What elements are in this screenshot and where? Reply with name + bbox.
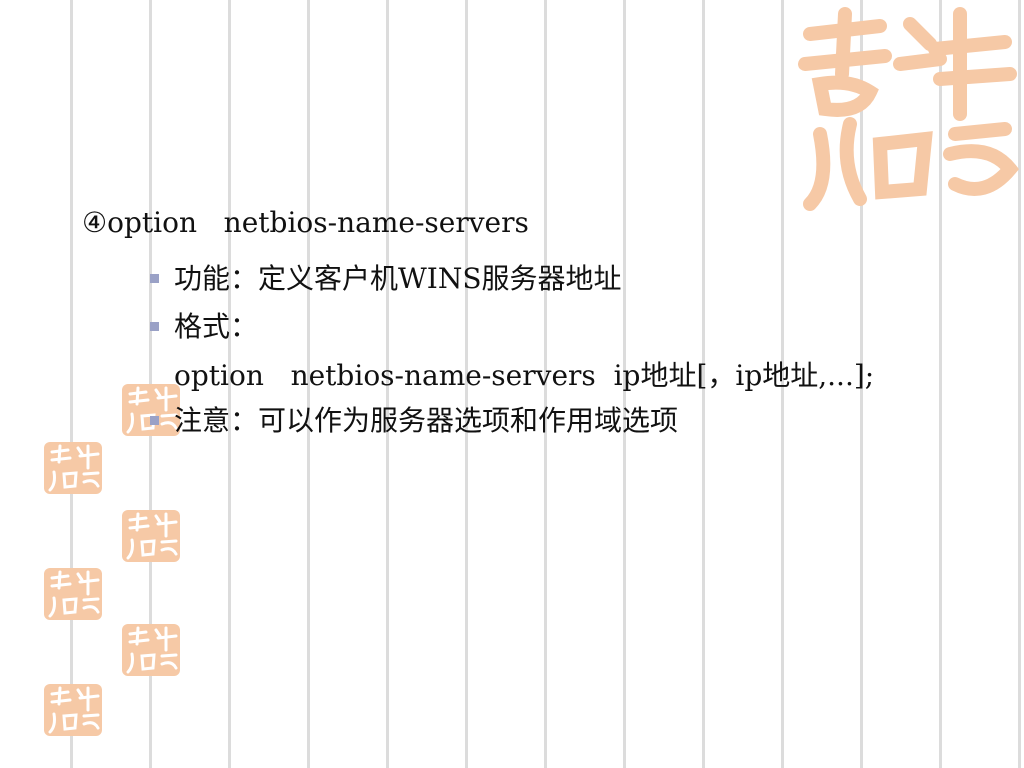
auspicious-seal-icon <box>122 510 180 562</box>
list-item-note: 注意：可以作为服务器选项和作用域选项 <box>146 397 946 445</box>
auspicious-seal-icon <box>122 624 180 676</box>
auspicious-seal-icon <box>122 384 180 436</box>
auspicious-seal-icon <box>44 442 102 494</box>
auspicious-seal-icon <box>44 568 102 620</box>
auspicious-seal-icon <box>44 684 102 736</box>
format-syntax-line: option netbios-name-servers ip地址[，ip地址,.… <box>174 359 875 392</box>
slide-heading: ④option netbios-name-servers <box>82 206 529 239</box>
list-item-function: 功能：定义客户机WINS服务器地址 <box>146 255 946 303</box>
list-item-format: 格式： <box>146 303 946 351</box>
bullet-list: 功能：定义客户机WINS服务器地址 格式： option netbios-nam… <box>146 255 946 445</box>
auspicious-seal-icon <box>798 7 1020 211</box>
